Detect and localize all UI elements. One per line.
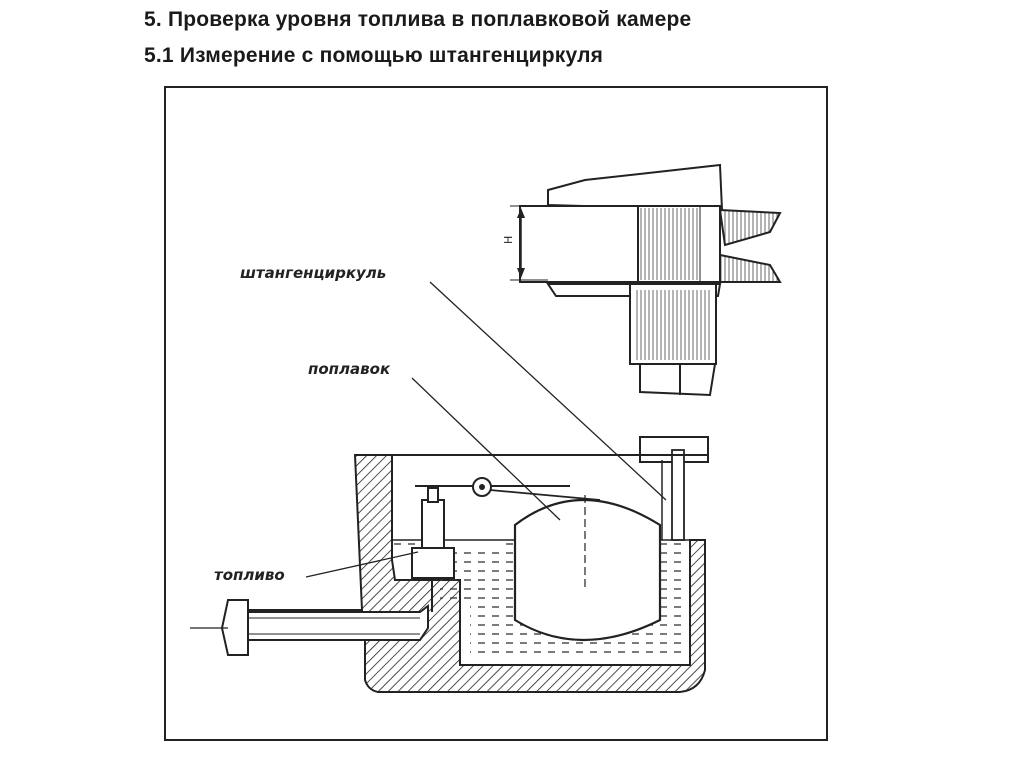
float-chamber bbox=[190, 281, 709, 693]
slide-title: 5. Проверка уровня топлива в поплавковой… bbox=[144, 8, 692, 31]
label-float: поплавок bbox=[308, 360, 391, 378]
caliper bbox=[510, 163, 782, 397]
label-fuel: топливо bbox=[214, 566, 285, 584]
label-caliper: штангенциркуль bbox=[240, 264, 386, 282]
slide-subtitle: 5.1 Измерение с помощью штангенциркуля bbox=[144, 44, 604, 67]
diagram-frame bbox=[164, 86, 828, 741]
dimension-h-label: H bbox=[502, 236, 515, 244]
